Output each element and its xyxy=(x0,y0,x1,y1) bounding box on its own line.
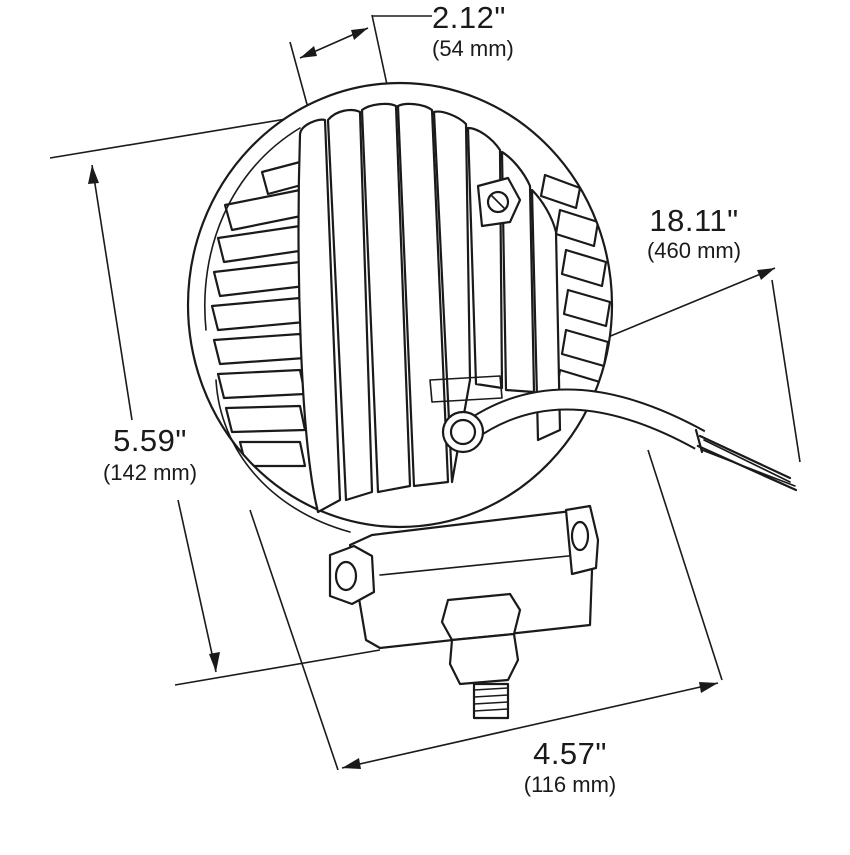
cable-metric-label: (460 mm) xyxy=(646,238,742,263)
mounting-stud xyxy=(440,592,522,720)
width-dimension-lines xyxy=(249,449,723,771)
width-metric-label: (116 mm) xyxy=(523,772,617,797)
depth-metric-label: (54 mm) xyxy=(432,36,514,61)
depth-dimension-lines xyxy=(289,14,432,109)
cable-imperial-label: 18.11" xyxy=(649,203,739,238)
height-metric-label: (142 mm) xyxy=(102,460,198,485)
lamp-head xyxy=(186,81,614,533)
height-imperial-label: 5.59" xyxy=(113,423,187,458)
width-imperial-label: 4.57" xyxy=(533,736,607,771)
height-dimension-lines xyxy=(49,117,381,686)
mounting-bracket xyxy=(328,504,600,650)
power-cable xyxy=(441,388,798,492)
mounting-screw xyxy=(476,176,522,228)
depth-imperial-label: 2.12" xyxy=(432,0,506,35)
